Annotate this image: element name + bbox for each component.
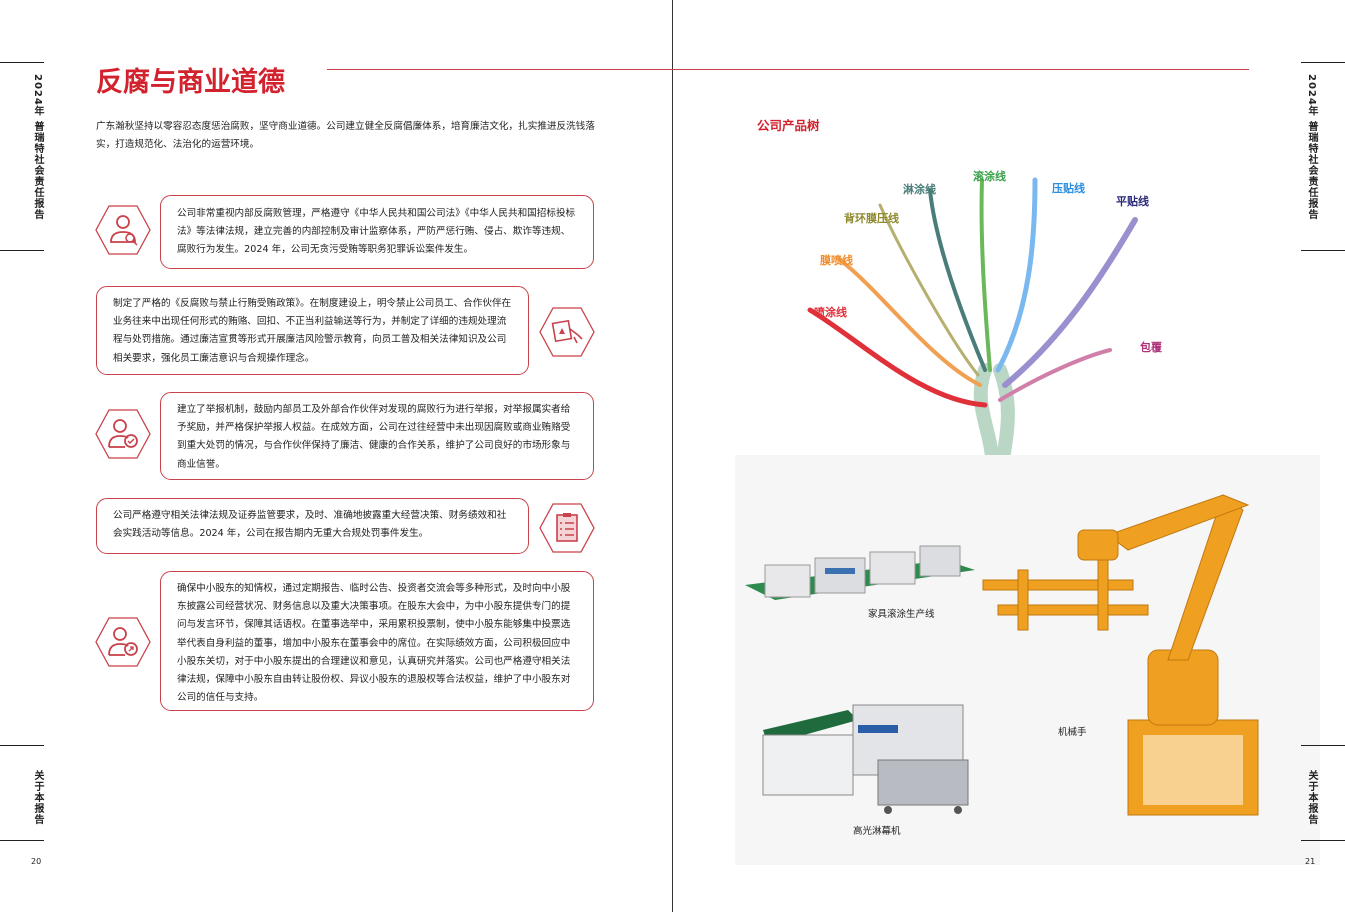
info-box-whistleblowing: 建立了举报机制，鼓励内部员工及外部合作伙伴对发现的腐败行为进行举报，对举报属实者…	[160, 392, 594, 480]
info-box-disclosure: 公司严格遵守相关法律法规及证券监管要求，及时、准确地披露重大经营决策、财务绩效和…	[96, 498, 529, 554]
page-number: 21	[1305, 857, 1316, 866]
branch-flat	[1002, 217, 1138, 388]
branch-curtain	[928, 188, 987, 372]
page-number: 20	[31, 857, 42, 866]
product-tree-diagram: 喷涂线 膜喷线 背环膜压线 淋涂线 滚涂线 压贴线 平贴线 包覆	[807, 169, 1163, 480]
side-rule	[0, 840, 44, 841]
box-text: 确保中小股东的知情权，通过定期报告、临时公告、投资者交流会等多种形式，及时向中小…	[177, 583, 571, 704]
curtain-coater-photo	[762, 704, 969, 814]
tree-title: 公司产品树	[757, 118, 820, 133]
clipboard-icon	[539, 503, 595, 553]
roller-line-caption: 家具滚涂生产线	[868, 609, 935, 620]
branch-spray	[807, 307, 988, 408]
side-rule	[0, 250, 44, 251]
box-text: 公司严格遵守相关法律法规及证券监管要求，及时、准确地披露重大经营决策、财务绩效和…	[113, 510, 507, 540]
box-text: 公司非常重视内部反腐败管理，严格遵守《中华人民共和国公司法》《中华人民共和国招标…	[177, 208, 576, 256]
page-spine	[672, 0, 673, 912]
person-check-icon	[95, 409, 151, 459]
side-rule	[0, 62, 44, 63]
side-rule	[1301, 745, 1345, 746]
side-section-label[interactable]: 关于本报告	[32, 770, 43, 825]
branch-press	[995, 177, 1038, 373]
tree-label: 平贴线	[1116, 194, 1149, 208]
page-title: 反腐与商业道德	[96, 67, 285, 98]
tree-label: 膜喷线	[820, 253, 853, 267]
info-box-policy: 制定了严格的《反腐败与禁止行贿受贿政策》。在制度建设上，明令禁止公司员工、合作伙…	[96, 286, 529, 375]
intro-paragraph: 广东瀚秋坚持以零容忍态度惩治腐败，坚守商业道德。公司建立健全反腐倡廉体系，培育廉…	[96, 121, 595, 150]
side-section-label[interactable]: 关于本报告	[1306, 770, 1317, 825]
person-shield-icon	[95, 617, 151, 667]
roller-line-photo	[745, 545, 975, 600]
side-rule	[1301, 62, 1345, 63]
side-rule	[0, 745, 44, 746]
header-rule	[327, 69, 1249, 70]
branch-back-film	[878, 203, 980, 377]
tree-label: 压贴线	[1052, 181, 1085, 195]
tree-label: 包覆	[1139, 340, 1163, 354]
robot-arm-photo	[982, 494, 1259, 816]
side-rule	[1301, 250, 1345, 251]
box-text: 制定了严格的《反腐败与禁止行贿受贿政策》。在制度建设上，明令禁止公司员工、合作伙…	[113, 298, 512, 364]
branch-roller	[979, 178, 992, 372]
curtain-coater-caption: 高光淋幕机	[853, 826, 901, 837]
robot-arm-caption: 机械手	[1058, 727, 1087, 738]
info-box-anticorruption: 公司非常重视内部反腐败管理，严格遵守《中华人民共和国公司法》《中华人民共和国招标…	[160, 195, 594, 269]
side-rule	[1301, 840, 1345, 841]
side-report-label: 2024年 普瑞特社会责任报告	[1306, 74, 1317, 221]
info-box-shareholders: 确保中小股东的知情权，通过定期报告、临时公告、投资者交流会等多种形式，及时向中小…	[160, 571, 594, 711]
tree-label: 背环膜压线	[844, 211, 899, 225]
branch-wrap	[998, 348, 1112, 402]
tree-label: 滚涂线	[973, 169, 1006, 183]
branch-film-spray	[838, 258, 982, 387]
refuse-bribe-icon	[539, 307, 595, 357]
tree-label: 喷涂线	[814, 305, 847, 319]
person-search-icon	[95, 205, 151, 255]
box-text: 建立了举报机制，鼓励内部员工及外部合作伙伴对发现的腐败行为进行举报，对举报属实者…	[177, 404, 571, 470]
tree-label: 淋涂线	[903, 182, 936, 196]
side-report-label: 2024年 普瑞特社会责任报告	[32, 74, 43, 221]
